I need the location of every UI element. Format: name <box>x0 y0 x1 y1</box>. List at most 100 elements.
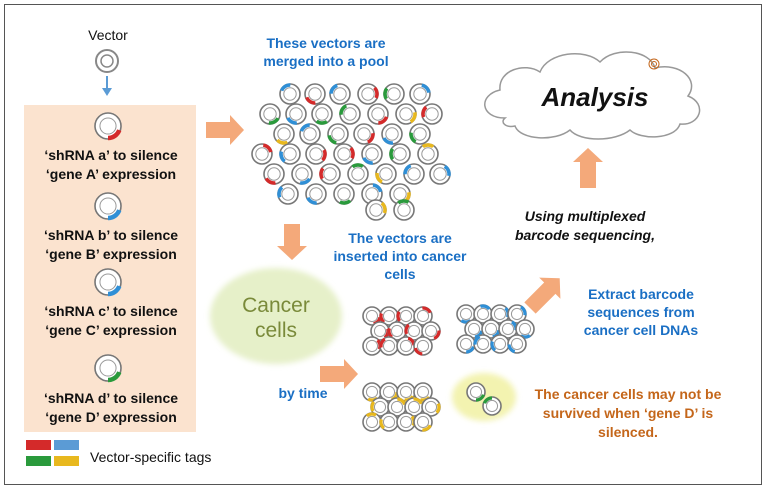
pool-vector <box>277 183 299 205</box>
pool-vector <box>353 123 375 145</box>
shrna-d-line1: ‘shRNA d’ to silence <box>43 390 179 406</box>
shrna-vector-icon-c <box>94 268 122 297</box>
cluster-red-vector <box>396 306 416 326</box>
pool-vector <box>327 123 349 145</box>
cluster-red-vector <box>413 336 433 356</box>
shrna-d-line2: ‘gene D’ expression <box>45 409 177 425</box>
pool-vector <box>383 83 405 105</box>
multiplex-text: Using multiplexed barcode sequencing, <box>500 207 670 245</box>
pool-text: These vectors are merged into a pool <box>246 34 406 70</box>
shrna-b-line1: ‘shRNA b’ to silence <box>43 227 179 243</box>
cluster-blue-vector <box>473 334 493 354</box>
pool-vector <box>299 123 321 145</box>
pool-vector <box>333 183 355 205</box>
pool-vector <box>361 183 383 205</box>
cluster-yellow-vector <box>387 397 407 417</box>
pool-vector <box>357 83 379 105</box>
survival-text: The cancer cells may not be survived whe… <box>530 385 726 442</box>
vector-icon <box>95 49 119 73</box>
inserted-text-line1: The vectors are <box>348 230 452 246</box>
pool-vector <box>429 163 451 185</box>
pool-vector <box>417 143 439 165</box>
cancer-cells-label: Cancer cells <box>226 293 326 343</box>
inserted-text: The vectors are inserted into cancer cel… <box>318 229 482 283</box>
cluster-blue-vector <box>498 319 518 339</box>
cluster-red-vector <box>413 306 433 326</box>
cluster-red-vector <box>396 336 416 356</box>
shrna-c-line1: ‘shRNA c’ to silence <box>44 303 178 319</box>
cluster-red-vector <box>421 321 441 341</box>
arrow-to-pool <box>206 115 244 145</box>
vector-down-arrow <box>102 76 112 96</box>
pool-vector <box>381 123 403 145</box>
shrna-a-text: ‘shRNA a’ to silence ‘gene A’ expression <box>28 146 194 184</box>
pool-vector <box>365 199 387 221</box>
pool-vector <box>409 83 431 105</box>
pool-vector <box>305 183 327 205</box>
shrna-a-line1: ‘shRNA a’ to silence <box>44 147 178 163</box>
pool-vector <box>367 103 389 125</box>
cluster-red-vector <box>362 336 382 356</box>
legend-label: Vector-specific tags <box>90 449 212 465</box>
shrna-b-line2: ‘gene B’ expression <box>45 246 177 262</box>
analysis-cloud <box>484 51 701 140</box>
arrow-to-cancer-cells <box>277 224 307 260</box>
cancer-cells-line2: cells <box>254 319 297 342</box>
extract-text-line3: cancer cell DNAs <box>583 322 699 338</box>
inserted-text-line3: cells <box>384 266 416 282</box>
pool-vector <box>259 103 281 125</box>
cancer-cells-line1: Cancer <box>242 294 310 317</box>
extract-text-line2: sequences from <box>587 304 695 320</box>
multiplex-text-line2: barcode sequencing, <box>514 227 656 243</box>
pool-vector <box>305 143 327 165</box>
survival-text-line1: The cancer cells may not be <box>534 386 722 402</box>
pool-vector <box>409 123 431 145</box>
pool-vector <box>273 123 295 145</box>
legend-tag-yellow <box>54 456 79 466</box>
cluster-yellow-vector <box>362 412 382 432</box>
extract-text-line1: Extract barcode <box>588 286 694 302</box>
shrna-a-line2: ‘gene A’ expression <box>45 166 177 182</box>
pool-vector <box>375 163 397 185</box>
legend-tags <box>26 440 79 466</box>
shrna-vector-icon-b <box>94 192 122 221</box>
pool-vector <box>421 103 443 125</box>
pool-vector <box>319 163 341 185</box>
cluster-blue-vector <box>456 334 476 354</box>
cluster-blue-vector <box>507 304 527 324</box>
pool-vector <box>389 143 411 165</box>
pool-vector <box>291 163 313 185</box>
shrna-vector-icon-d <box>94 354 122 383</box>
arrow-to-analysis <box>573 148 603 188</box>
vector-label: Vector <box>88 27 128 43</box>
arrow-extract <box>524 277 561 314</box>
legend-tag-red <box>26 440 51 450</box>
arrow-by-time <box>320 359 358 389</box>
legend-tag-blue <box>54 440 79 450</box>
surviving-green-vector <box>466 382 486 402</box>
pool-vector <box>393 199 415 221</box>
cluster-yellow-vector <box>379 412 399 432</box>
pool-vector <box>304 83 326 105</box>
pool-vector <box>403 163 425 185</box>
cluster-blue-vector <box>507 334 527 354</box>
shrna-vector-icon-a <box>94 112 122 141</box>
cluster-yellow-vector <box>413 412 433 432</box>
cluster-yellow-vector <box>396 412 416 432</box>
survival-text-line3: silenced. <box>598 424 658 440</box>
legend-tag-green <box>26 456 51 466</box>
pool-vector <box>279 143 301 165</box>
pool-vector <box>333 143 355 165</box>
pool-vector <box>339 103 361 125</box>
shrna-c-text: ‘shRNA c’ to silence ‘gene C’ expression <box>28 302 194 340</box>
extract-text: Extract barcode sequences from cancer ce… <box>566 285 716 339</box>
analysis-label: Analysis <box>541 82 649 112</box>
survival-text-line2: survived when ‘gene D’ is <box>542 405 714 421</box>
cluster-red-vector <box>379 336 399 356</box>
figure-frame <box>4 4 762 485</box>
pool-vector <box>347 163 369 185</box>
shrna-d-text: ‘shRNA d’ to silence ‘gene D’ expression <box>28 389 194 427</box>
pool-text-line1: These vectors are <box>266 35 386 51</box>
cluster-blue-vector <box>490 334 510 354</box>
